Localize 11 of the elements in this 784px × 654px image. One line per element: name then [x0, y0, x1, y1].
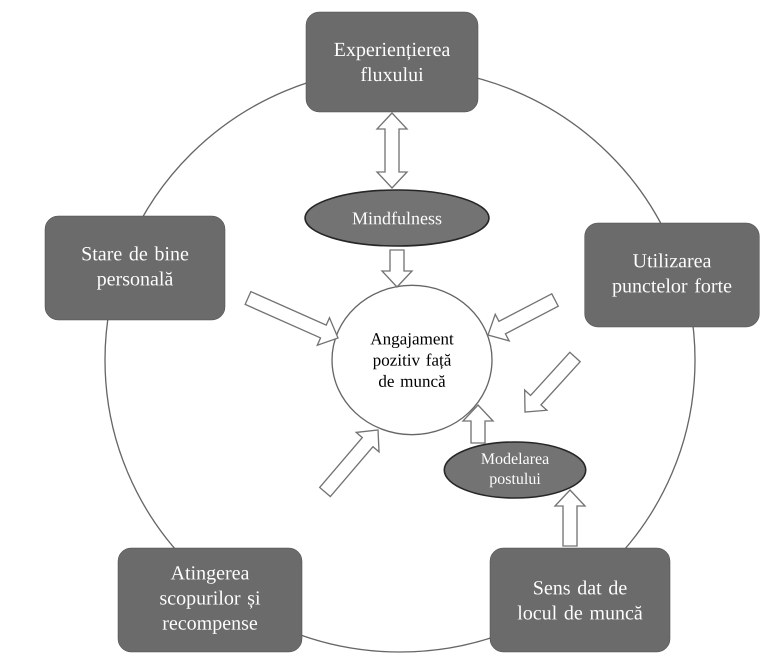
ellipse-node: Modelarea postului: [444, 441, 587, 499]
process-box: Stare de bine personală: [44, 216, 226, 320]
arrow: [380, 249, 414, 288]
process-box: Utilizarea punctelor forte: [584, 222, 760, 328]
process-box: Experiențierea fluxului: [306, 12, 478, 112]
arrow: [553, 489, 587, 547]
ellipse-node: Mindfulness: [304, 189, 490, 247]
process-box: Atingerea scopurilor și recompense: [118, 548, 302, 652]
arrow: [375, 112, 409, 189]
process-box: Sens dat de locul de muncă: [490, 548, 670, 652]
arrow: [461, 404, 495, 444]
